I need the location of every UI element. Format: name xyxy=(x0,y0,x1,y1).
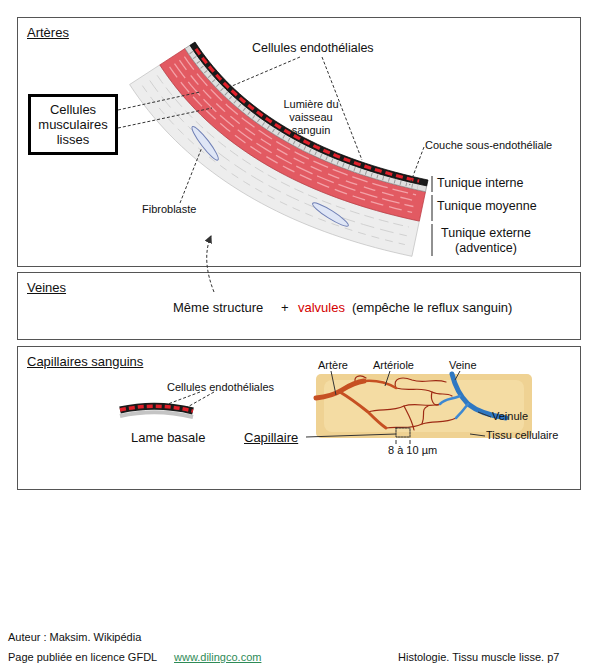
part-label: Capillaire xyxy=(244,430,298,446)
part-label: Veine xyxy=(449,359,477,372)
note-highlight: valvules xyxy=(298,300,345,316)
leader-line xyxy=(385,371,390,386)
capillary-vessel xyxy=(422,406,428,424)
arteriole-vessel xyxy=(364,381,396,388)
capillary-marker xyxy=(396,428,410,437)
venule-vessel xyxy=(456,404,468,418)
endothelial-nuclei xyxy=(120,406,193,411)
part-label: Artère xyxy=(318,359,348,372)
leader-lines xyxy=(118,57,424,409)
layer-brackets xyxy=(432,176,433,256)
muscle-cell xyxy=(174,64,413,207)
artery-wall xyxy=(130,42,428,256)
leader-line xyxy=(331,371,336,395)
layer-label: Tunique interne xyxy=(437,176,523,191)
section-heading: Veines xyxy=(27,280,66,295)
venule-vessel xyxy=(440,396,460,404)
section-panel: ArtèresCellules musculaires lisses xyxy=(17,17,581,267)
leader-line xyxy=(478,412,491,417)
adventitia-layer xyxy=(130,65,420,256)
footer-note: Auteur : Maksim. Wikipédia xyxy=(8,631,141,644)
part-label: Tissu cellulaire xyxy=(486,429,558,442)
section-heading: Artères xyxy=(27,25,69,40)
leader-line xyxy=(118,108,212,128)
link-text: www.dilingco.com xyxy=(174,651,261,664)
leader-line xyxy=(306,434,396,437)
part-label: Veinule xyxy=(492,410,528,423)
part-label: Cellules endothéliales xyxy=(252,41,374,56)
layer-label: Couche sous-endothéliale xyxy=(425,139,552,152)
muscle-cell xyxy=(184,57,416,195)
fibroblast-cell xyxy=(189,124,221,162)
footer-note: Page publiée en licence GFDL xyxy=(8,651,157,664)
leader-line xyxy=(180,149,201,203)
leader-line xyxy=(410,147,424,185)
tissue-background xyxy=(324,380,524,432)
adventitia-fiber xyxy=(150,80,407,235)
vein-vessel xyxy=(452,374,506,418)
endothelial-nucleus xyxy=(196,49,419,181)
capillary-vessel xyxy=(368,404,440,412)
adventitia-fiber xyxy=(142,86,405,245)
dimension-tick xyxy=(396,440,397,444)
capillary-vessel xyxy=(386,418,456,428)
tissue-background xyxy=(316,374,532,438)
leader-line xyxy=(470,434,485,436)
adventitia-fiber xyxy=(157,75,409,227)
bracket xyxy=(432,176,433,192)
subendothelial-cell xyxy=(191,52,418,187)
leader-line xyxy=(184,392,214,409)
callout-box: Cellules musculaires lisses xyxy=(28,94,118,155)
fibroblast-cell xyxy=(311,200,351,229)
artery-vessel xyxy=(316,381,364,398)
muscle-cell xyxy=(179,60,414,201)
region-label: Lumière du vaisseau sanguin xyxy=(273,98,349,137)
part-label: Cellules endothéliales xyxy=(167,381,274,394)
note-text: (empêche le reflux sanguin) xyxy=(352,300,512,316)
capillary-network xyxy=(316,374,532,438)
arteriole-vessel xyxy=(340,392,386,428)
muscle-layer xyxy=(160,49,426,222)
leader-line xyxy=(455,371,460,380)
note-text: Même structure xyxy=(173,300,263,316)
part-label: Fibroblaste xyxy=(142,203,196,216)
capillary-vessel xyxy=(355,376,366,384)
note-text: + xyxy=(281,300,289,316)
reference-arrow xyxy=(207,236,214,292)
leader-line xyxy=(322,57,362,160)
dimension-label: 8 à 10 µm xyxy=(388,444,437,457)
leader-line xyxy=(160,392,200,407)
leader-line xyxy=(232,57,300,86)
dimension-tick xyxy=(410,440,411,444)
bracket xyxy=(432,195,433,221)
layer-label: Tunique moyenne xyxy=(437,199,537,214)
capillary-vessel xyxy=(404,406,414,430)
capillary-vessel xyxy=(395,378,446,388)
endothelium xyxy=(190,42,428,186)
capillary-vessel xyxy=(431,392,440,405)
basal-lamina xyxy=(120,412,193,417)
box-text: Cellules musculaires lisses xyxy=(31,102,115,147)
callout-lines xyxy=(306,371,491,444)
layer-label: Tunique externe (adventice) xyxy=(434,226,538,256)
capillary-vessel xyxy=(396,388,452,396)
footer-note: Histologie. Tissu muscle lisse. p7 xyxy=(398,651,559,664)
leader-line xyxy=(118,92,200,110)
part-label: Artériole xyxy=(373,359,414,372)
part-label: Lame basale xyxy=(131,430,205,446)
endothelium xyxy=(120,406,193,411)
section-heading: Capillaires sanguins xyxy=(27,354,143,369)
section-panel: Veines xyxy=(17,272,581,340)
section-panel: Capillaires sanguins xyxy=(17,346,581,490)
bracket xyxy=(432,224,433,256)
capillary-wall xyxy=(120,406,193,417)
subendothelial-layer xyxy=(185,45,427,191)
muscle-cell xyxy=(170,67,413,212)
